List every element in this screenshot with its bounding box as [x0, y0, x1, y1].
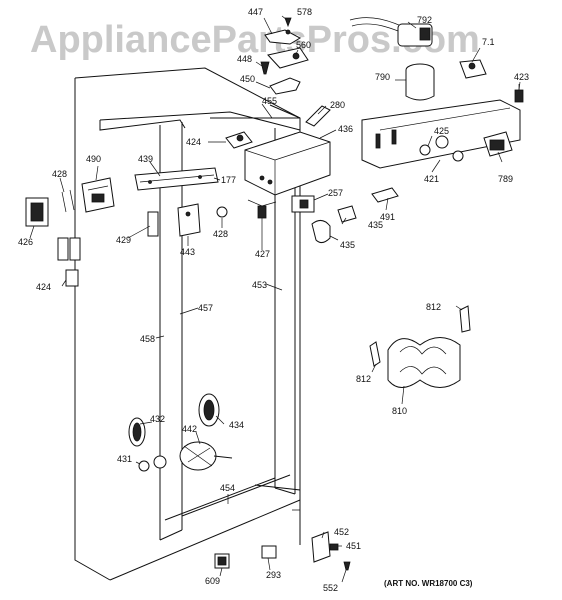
part-280-strip	[305, 105, 331, 127]
part-552-screw	[343, 561, 351, 571]
part-435-socket	[337, 205, 357, 223]
callout-428-left: 428	[52, 169, 67, 179]
callout-491: 491	[380, 212, 395, 222]
callout-436: 436	[338, 124, 353, 134]
part-426-switch	[25, 197, 49, 227]
part-423-lamp	[514, 84, 524, 103]
part-432-gasket	[128, 417, 146, 447]
part-812-tube-upper	[459, 305, 471, 333]
callout-552: 552	[323, 583, 338, 593]
part-429-hinge	[147, 211, 159, 237]
callout-458: 458	[140, 334, 155, 344]
part-431-cap	[138, 455, 167, 472]
part-451-clip	[329, 543, 339, 551]
callout-429: 429	[116, 235, 131, 245]
part-560-clip	[267, 47, 309, 69]
callout-812-lower: 812	[356, 374, 371, 384]
part-293-hinge-pin	[261, 545, 277, 559]
callout-424-top: 424	[186, 137, 201, 147]
callout-421: 421	[424, 174, 439, 184]
callout-560: 560	[296, 40, 311, 50]
callout-792: 792	[417, 15, 432, 25]
part-257-relay	[291, 195, 315, 213]
part-428-fastener	[216, 206, 228, 218]
part-789-lens	[483, 131, 513, 157]
callout-434: 434	[229, 420, 244, 430]
callout-447: 447	[248, 7, 263, 17]
callout-810: 810	[392, 406, 407, 416]
part-609-stop	[214, 553, 230, 569]
part-448-screw	[260, 61, 270, 75]
part-436-control-housing	[244, 131, 331, 196]
callout-452: 452	[334, 527, 349, 537]
part-439-rail	[134, 167, 219, 191]
callout-490: 490	[86, 154, 101, 164]
callout-432: 432	[150, 414, 165, 424]
part-427-harness	[247, 199, 277, 240]
part-421-cover	[361, 99, 521, 169]
part-491-pad	[371, 187, 399, 203]
part-452-bracket	[311, 531, 331, 563]
callout-439: 439	[138, 154, 153, 164]
part-425-knob	[419, 144, 431, 156]
part-812-tube-lower	[369, 341, 381, 367]
callout-450: 450	[240, 74, 255, 84]
callout-423: 423	[514, 72, 529, 82]
callout-448: 448	[237, 54, 252, 64]
callout-789: 789	[498, 174, 513, 184]
art-number: (ART NO. WR18700 C3)	[384, 579, 473, 588]
callout-451: 451	[346, 541, 361, 551]
part-424-thermostat	[225, 131, 253, 149]
part-434-gasket	[198, 393, 220, 427]
part-490-module	[81, 177, 115, 213]
callout-435-lower: 435	[340, 240, 355, 250]
callout-177: 177	[221, 175, 236, 185]
callout-457: 457	[198, 303, 213, 313]
callout-428-mid: 428	[213, 229, 228, 239]
callout-442: 442	[182, 424, 197, 434]
callout-812-upper: 812	[426, 302, 441, 312]
part-435-bulb	[311, 220, 331, 244]
callout-578: 578	[297, 7, 312, 17]
callout-425: 425	[434, 126, 449, 136]
callout-257: 257	[328, 188, 343, 198]
callout-280: 280	[330, 100, 345, 110]
callout-609: 609	[205, 576, 220, 586]
callout-293: 293	[266, 570, 281, 580]
callout-labels: 447 578 792 560 448 790 7.1 423 450 455 …	[18, 7, 529, 593]
callout-435-upper: 435	[368, 220, 383, 230]
part-792-valve-assembly	[349, 17, 433, 47]
callout-424-left: 424	[36, 282, 51, 292]
part-810-heater	[387, 337, 461, 388]
callout-454: 454	[220, 483, 235, 493]
part-442-damper	[179, 441, 233, 471]
part-790-solenoid	[405, 63, 435, 101]
part-424-buttons	[57, 237, 81, 287]
part-447-bracket	[264, 29, 302, 45]
callout-71: 7.1	[482, 37, 495, 47]
callout-443: 443	[180, 247, 195, 257]
part-443-bracket	[177, 203, 201, 237]
callout-790: 790	[375, 72, 390, 82]
callout-455: 455	[262, 96, 277, 106]
callout-427: 427	[255, 249, 270, 259]
callout-453: 453	[252, 280, 267, 290]
leader-lines	[29, 15, 521, 583]
part-71-switch	[459, 59, 487, 79]
callout-426: 426	[18, 237, 33, 247]
part-428-clip	[61, 189, 75, 213]
part-450-harness	[269, 77, 301, 95]
callout-431: 431	[117, 454, 132, 464]
